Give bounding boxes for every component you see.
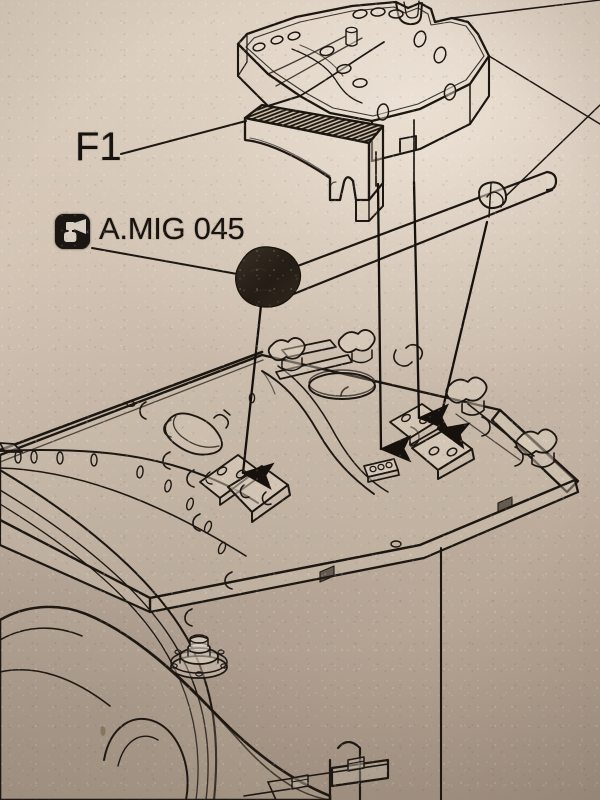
guide-lines (451, 0, 600, 197)
placement-arrow-1 (241, 294, 275, 490)
airbrush-icon (55, 214, 90, 249)
part-f1-ribbed-bar (243, 103, 385, 222)
placement-arrow-2 (376, 182, 412, 463)
callout-leaders (91, 120, 255, 278)
hull-upper-deck (0, 339, 580, 627)
painted-blob (235, 246, 302, 308)
paint-callout-amig045: A.MIG 045 (99, 211, 245, 246)
bottom-stowage-rail (243, 740, 390, 800)
part-callout-f1: F1 (75, 125, 122, 169)
leader-amig (91, 247, 255, 278)
construction-lines (375, 119, 415, 187)
engine-deck-casting (236, 0, 491, 163)
leader-f1 (120, 120, 247, 155)
placement-arrows (241, 180, 489, 490)
airbrush-icon-glyph (55, 214, 90, 249)
turret-assembly (0, 468, 332, 800)
placement-arrow-4 (436, 220, 489, 450)
placement-arrow-3 (412, 180, 450, 432)
